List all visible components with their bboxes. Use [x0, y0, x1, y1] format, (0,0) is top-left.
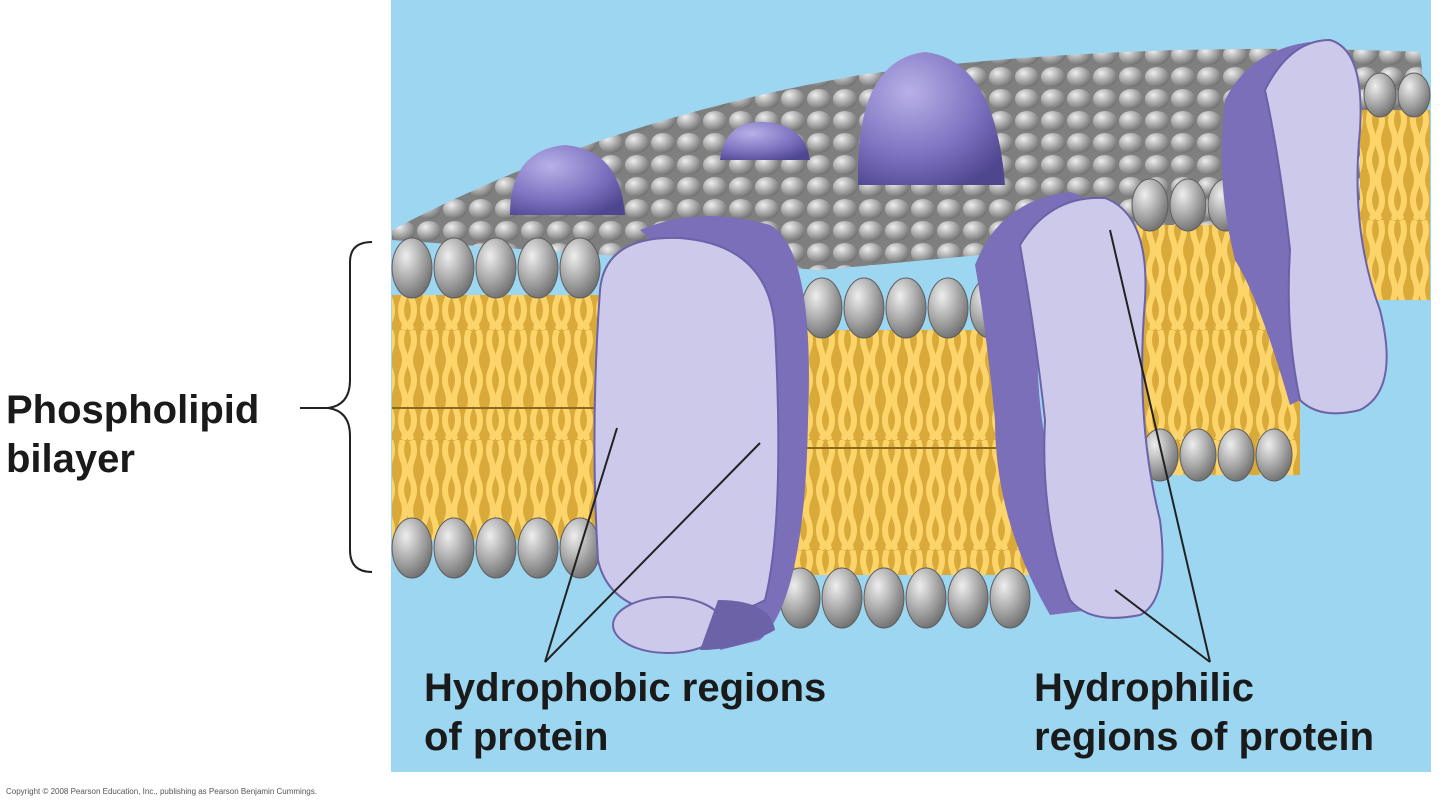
phosphate-head [927, 277, 969, 339]
phosphate-head [1217, 428, 1255, 482]
phosphate-head [517, 517, 559, 579]
hydrophobic-leader-line-2 [544, 442, 761, 663]
phosphate-head [1169, 178, 1207, 232]
phosphate-head [1397, 72, 1431, 118]
phosphate-head [821, 567, 863, 629]
phospholipid-label-line-1: Phospholipid [6, 388, 260, 432]
phosphate-head [863, 567, 905, 629]
lipid-tails-back-right [1360, 110, 1430, 300]
phosphate-heads-lower [391, 428, 1293, 629]
surface-protein-dome-large [857, 52, 1005, 185]
hydrophilic-leader-line-1 [1109, 229, 1211, 663]
phosphate-head [1179, 428, 1217, 482]
phosphate-head [801, 277, 843, 339]
hydrophobic-leader-line-1 [544, 427, 618, 663]
hydrophilic-label-line-2: regions of protein [1034, 714, 1374, 759]
phospholipid-bilayer-label: Phospholipid bilayer [6, 386, 259, 484]
phosphate-head [433, 237, 475, 299]
phospholipid-label-line-2: bilayer [6, 436, 135, 481]
phosphate-head [1255, 428, 1293, 482]
bilayer-bracket [327, 241, 373, 573]
hydrophilic-regions-label: Hydrophilic regions of protein [1034, 664, 1374, 762]
surface-protein-dome-small [720, 121, 810, 160]
phosphate-head [475, 517, 517, 579]
phosphate-head [885, 277, 927, 339]
phosphate-head [475, 237, 517, 299]
hydrophobic-label-line-1: Hydrophobic regions [424, 666, 827, 710]
hydrophilic-label-line-1: Hydrophilic [1034, 666, 1255, 710]
hydrophobic-label-line-2: of protein [424, 714, 609, 759]
phosphate-head [1131, 178, 1169, 232]
phosphate-head [559, 237, 601, 299]
phosphate-head [843, 277, 885, 339]
copyright-notice: Copyright © 2008 Pearson Education, Inc.… [6, 787, 317, 796]
phosphate-head [391, 517, 433, 579]
phosphate-head [905, 567, 947, 629]
lipid-tails-front-left [392, 295, 622, 540]
transmembrane-protein-left [593, 216, 809, 654]
transmembrane-protein-right [1221, 38, 1388, 415]
phosphate-head [989, 567, 1031, 629]
phosphate-head [1363, 72, 1397, 118]
surface-protein-dome-left [510, 145, 625, 215]
phosphate-head [947, 567, 989, 629]
hydrophilic-leader-line-2 [1114, 589, 1211, 663]
hydrophobic-regions-label: Hydrophobic regions of protein [424, 664, 826, 762]
phosphate-head [517, 237, 559, 299]
phosphate-head [433, 517, 475, 579]
phosphate-head [391, 237, 433, 299]
